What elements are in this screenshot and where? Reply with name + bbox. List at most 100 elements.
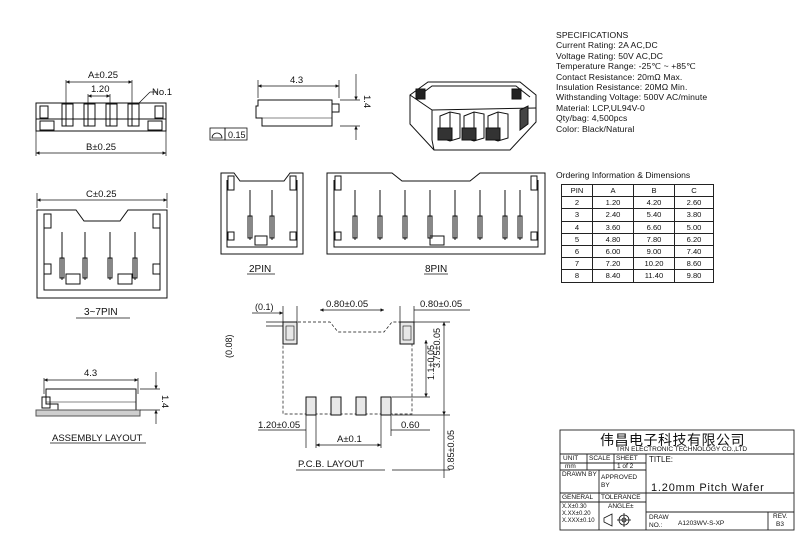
unit-label: UNIT: [563, 455, 579, 462]
spec-line: Insulation Resistance: 20MΩ Min.: [556, 82, 688, 93]
col-header: PIN: [561, 183, 593, 198]
tolerance-1: X.X±0.30: [562, 504, 587, 510]
table-cell: 5.00: [674, 220, 714, 234]
pcb-dim-0-1: (0.1): [255, 302, 274, 312]
spec-line: Color: Black/Natural: [556, 123, 635, 134]
table-row: 2 1.20 4.20 2.60: [561, 196, 714, 210]
side-view: [209, 74, 360, 141]
table-cell: 5.40: [633, 208, 675, 222]
col-header: C: [674, 183, 714, 198]
table-cell: 4.20: [633, 196, 675, 210]
table-cell: 7.20: [592, 257, 634, 271]
angle-label: ANGLE±: [608, 503, 634, 510]
side-width: 4.3: [290, 75, 303, 86]
pcb-caption: P.C.B. LAYOUT: [298, 459, 364, 470]
spec-heading: SPECIFICATIONS: [556, 30, 629, 40]
table-cell: 1.20: [592, 196, 634, 210]
table-cell: 8: [561, 269, 593, 283]
spec-line: Current Rating: 2A AC,DC: [556, 40, 658, 51]
table-cell: 2: [561, 196, 593, 210]
table-row: 8 8.40 11.40 9.80: [561, 269, 714, 283]
front-dim-a: A±0.25: [88, 70, 118, 81]
top-view-3-7pin: [36, 193, 168, 319]
projection-symbol: [603, 513, 631, 527]
sheet-label: SHEET: [616, 455, 638, 462]
rev-label: REV.: [773, 513, 788, 520]
assembly-width: 4.3: [84, 368, 97, 379]
sheet-value: 1 of 2: [617, 463, 634, 470]
table-cell: 9.00: [633, 244, 675, 259]
drawn-by-label: DRAWN BY: [562, 471, 597, 478]
isometric-view: [409, 81, 537, 151]
pcb-dim-0-60: 0.60: [401, 420, 420, 431]
specifications-panel: SPECIFICATIONS Current Rating: 2A AC,DC …: [556, 30, 707, 134]
front-dim-pitch: 1.20: [91, 84, 110, 95]
eight-pin-caption: 8PIN: [425, 264, 447, 275]
eight-pin-view: [326, 172, 546, 275]
table-cell: 10.20: [633, 257, 675, 271]
tolerance-label: TOLERANCE: [601, 494, 641, 501]
table-row: 3 2.40 5.40 3.80: [561, 208, 714, 222]
table-cell: 6.20: [674, 232, 714, 246]
table-cell: 8.60: [674, 257, 714, 271]
title-label: TITLE:: [649, 455, 674, 464]
front-no1-label: No.1: [152, 87, 172, 98]
pcb-dim-0-85: 0.85±0.05: [446, 430, 456, 470]
ordering-title: Ordering Information & Dimensions: [556, 170, 691, 180]
table-row: 6 6.00 9.00 7.40: [561, 244, 714, 259]
assembly-caption: ASSEMBLY LAYOUT: [52, 433, 142, 444]
unit-value: mm: [565, 463, 576, 470]
table-cell: 6.60: [633, 220, 675, 234]
table-cell: 9.80: [674, 269, 714, 283]
pcb-dim-1-1: 1.1±0.05: [426, 345, 436, 380]
drawing-title: 1.20mm Pitch Wafer: [651, 482, 765, 494]
front-view: [35, 80, 167, 156]
table-header-row: PIN A B C: [561, 183, 714, 198]
col-header: B: [633, 183, 675, 198]
assembly-layout: [35, 372, 160, 444]
pcb-dim-0-8-a: 0.80±0.05: [326, 299, 368, 310]
table-cell: 7: [561, 257, 593, 271]
spec-line: Contact Resistance: 20mΩ Max.: [556, 71, 683, 82]
draw-no-value: A1203WV-S-XP: [678, 520, 725, 527]
table-cell: 6.00: [592, 244, 634, 259]
table-cell: 8.40: [592, 269, 634, 283]
top-dim-c: C±0.25: [86, 189, 117, 200]
approved-by-label: APPROVED BY: [601, 474, 638, 489]
draw-no-label: DRAW NO.:: [649, 514, 669, 529]
table-cell: 11.40: [633, 269, 675, 283]
table-cell: 4.80: [592, 232, 634, 246]
two-pin-view: [220, 172, 304, 275]
table-cell: 2.60: [674, 196, 714, 210]
table-cell: 6: [561, 244, 593, 259]
pcb-dim-0-08: (0.08): [224, 334, 234, 358]
table-row: 7 7.20 10.20 8.60: [561, 257, 714, 271]
company-name-cn: 伟昌电子科技有限公司: [600, 433, 745, 449]
table-cell: 2.40: [592, 208, 634, 222]
tolerance-2: X.XX±0.20: [562, 511, 591, 517]
tolerance-3: X.XXX±0.10: [562, 518, 595, 524]
table-cell: 4: [561, 220, 593, 234]
table-cell: 3.60: [592, 220, 634, 234]
top-caption: 3~7PIN: [84, 307, 118, 318]
flatness-value: 0.15: [228, 130, 246, 140]
pcb-dim-3-75: 3.75±0.05: [432, 328, 442, 368]
table-cell: 7.80: [633, 232, 675, 246]
table-cell: 3: [561, 208, 593, 222]
company-name-en: TRN ELECTRONIC TECHNOLOGY CO.,LTD: [616, 446, 748, 453]
spec-line: Voltage Rating: 50V AC,DC: [556, 50, 664, 61]
pcb-dim-a: A±0.1: [337, 434, 362, 445]
rev-value: B3: [776, 521, 784, 528]
side-height: 1.4: [361, 95, 372, 108]
table-cell: 5: [561, 232, 593, 246]
two-pin-caption: 2PIN: [249, 264, 271, 275]
title-block-grid: [559, 429, 795, 531]
table-cell: 3.80: [674, 208, 714, 222]
scale-label: SCALE: [589, 455, 611, 462]
pcb-layout: [252, 306, 470, 478]
front-dim-b: B±0.25: [86, 142, 116, 153]
spec-line: Withstanding Voltage: 500V AC/minute: [556, 92, 708, 103]
table-row: 5 4.80 7.80 6.20: [561, 232, 714, 246]
spec-line: Qty/bag: 4,500pcs: [556, 113, 628, 124]
